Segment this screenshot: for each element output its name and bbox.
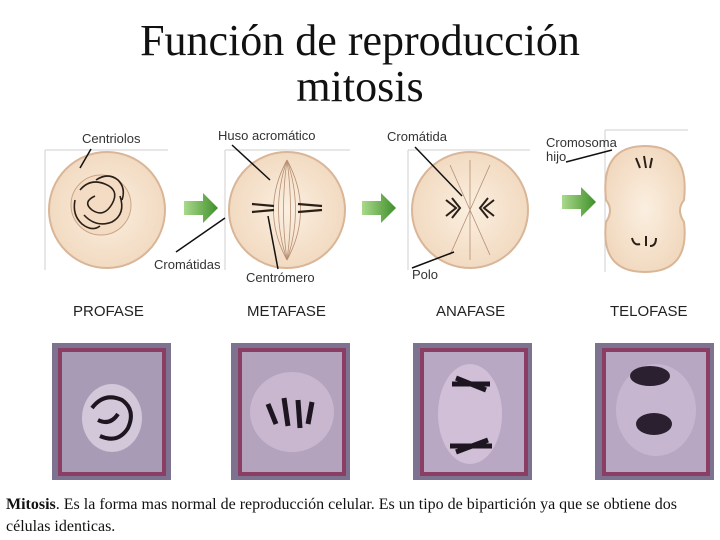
phase-anafase: ANAFASE xyxy=(436,303,506,320)
label-cromatida: Cromátida xyxy=(387,129,447,144)
telophase-cell xyxy=(604,144,686,274)
label-polo: Polo xyxy=(412,267,439,282)
arrow-right-icon xyxy=(184,193,218,223)
label-cromatidas: Cromátidas xyxy=(154,257,221,272)
arrows xyxy=(184,187,596,223)
anaphase-fibers xyxy=(449,160,491,260)
metaphase-cell xyxy=(228,151,346,269)
label-cromosoma-hijo: Cromosoma hijo xyxy=(546,136,617,164)
anaphase-cell xyxy=(411,151,529,269)
phase-metafase: METAFASE xyxy=(247,303,326,320)
prophase-cell xyxy=(48,151,166,269)
micrograph-prophase xyxy=(52,343,171,480)
label-centromero: Centrómero xyxy=(246,270,315,285)
arrow-right-icon xyxy=(562,187,596,217)
label-centriolos: Centriolos xyxy=(82,131,141,146)
panel-frames xyxy=(44,129,688,272)
arrow-right-icon xyxy=(362,193,396,223)
label-huso-acromatico: Huso acromático xyxy=(218,128,316,143)
micrograph-anaphase xyxy=(413,343,532,480)
telophase-chromosomes xyxy=(631,155,657,247)
title-line-2: mitosis xyxy=(296,62,424,111)
metaphase-chromosomes xyxy=(251,202,323,214)
anaphase-chromosomes xyxy=(445,197,495,219)
micrograph-metaphase xyxy=(231,343,350,480)
prophase-chromosomes xyxy=(73,175,125,230)
micrograph-telophase xyxy=(595,343,714,480)
label-hijo: hijo xyxy=(546,149,567,164)
caption: Mitosis. Es la forma mas normal de repro… xyxy=(6,494,711,538)
phase-profase: PROFASE xyxy=(73,303,144,320)
pointer-lines xyxy=(79,144,613,270)
label-cromosoma: Cromosoma xyxy=(546,135,617,150)
page-title: Función de reproducción mitosis xyxy=(0,18,720,110)
title-line-1: Función de reproducción xyxy=(140,16,580,65)
caption-term: Mitosis xyxy=(6,496,56,513)
phase-telofase: TELOFASE xyxy=(610,303,688,320)
caption-text: . Es la forma mas normal de reproducción… xyxy=(6,496,677,535)
